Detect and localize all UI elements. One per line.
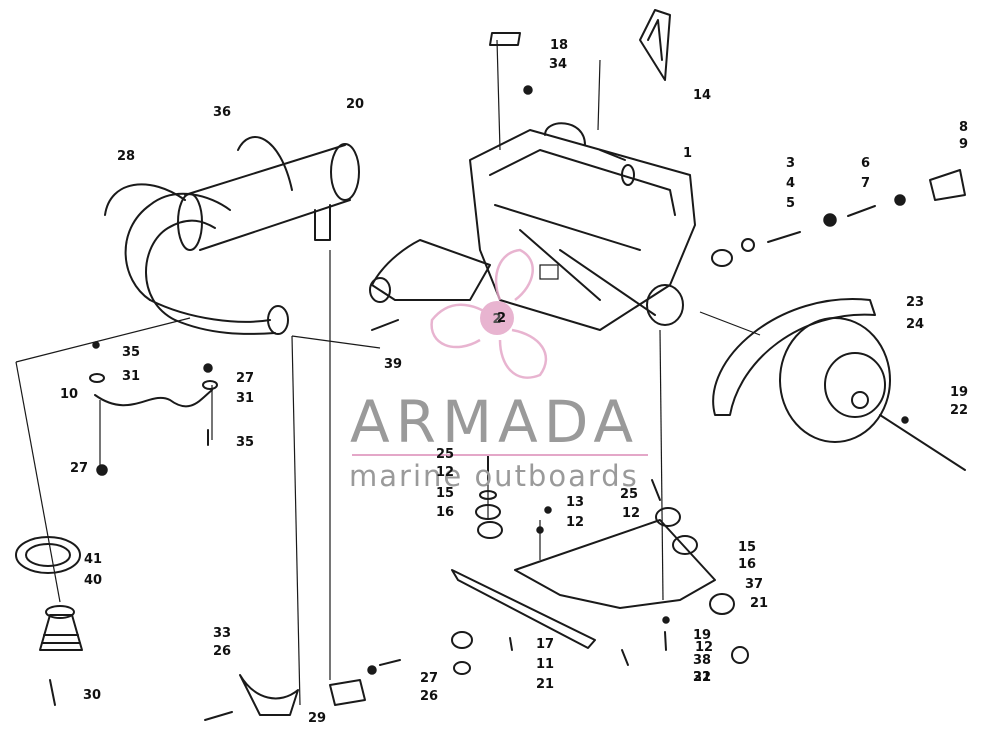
callout-26: 26 [420,689,438,704]
exhaust-pipe [124,192,289,335]
callout-23: 23 [906,295,924,310]
callout-34: 34 [549,57,567,72]
callout-25: 25 [620,487,638,502]
callout-12: 12 [566,515,584,530]
callout-12: 12 [436,465,454,480]
callout-8: 8 [959,120,968,135]
callout-3: 3 [786,156,795,171]
callout-19: 19 [950,385,968,400]
callout-27: 27 [236,371,254,386]
callout-16: 16 [436,505,454,520]
callout-30: 30 [83,688,101,703]
callout-18: 18 [550,38,568,53]
callout-1: 1 [683,146,692,161]
callout-27: 27 [420,671,438,686]
callout-26: 26 [213,644,231,659]
callout-10: 10 [60,387,78,402]
callout-36: 36 [213,105,231,120]
callout-21: 21 [750,596,768,611]
starter-bolt-parts [711,169,966,267]
callout-17: 17 [536,637,554,652]
callout-40: 40 [84,573,102,588]
callout-39: 39 [384,357,402,372]
callout-4: 4 [786,176,795,191]
watermark-title: ARMADA [350,388,639,456]
watermark-badge-number: 2 [492,312,501,327]
engine-block [469,122,696,331]
callout-15: 15 [436,486,454,501]
lifting-eye [639,9,671,81]
callout-21: 21 [536,677,554,692]
watermark-subtitle: marine outboards [349,459,639,493]
callout-12: 12 [695,640,713,655]
callout-2: 2 [497,311,506,326]
muffler [177,143,360,251]
engine-plate [514,519,716,609]
callout-22: 22 [950,403,968,418]
callout-6: 6 [861,156,870,171]
gasket [15,536,81,574]
callout-19: 19 [693,628,711,643]
callout-21: 21 [693,670,711,685]
callout-27: 27 [70,461,88,476]
callout-28: 28 [117,149,135,164]
callout-37: 37 [745,577,763,592]
propeller-logo-icon: 2 [430,248,547,379]
callout-33: 33 [213,626,231,641]
tag-plate [489,32,533,95]
callout-13: 13 [566,495,584,510]
callout-31: 31 [122,369,140,384]
callout-41: 41 [84,552,102,567]
watermark: 2 ARMADA marine outboards [349,248,648,493]
callout-35: 35 [236,435,254,450]
callout-15: 15 [738,540,756,555]
callout-16: 16 [738,557,756,572]
exhaust-clamp [204,659,401,721]
callout-20: 20 [346,97,364,112]
callout-31: 31 [236,391,254,406]
rubber-boot [39,605,83,706]
callout-25: 25 [436,447,454,462]
callout-24: 24 [906,317,924,332]
callout-11: 11 [536,657,554,672]
callout-38: 38 [693,653,711,668]
starter-assembly [712,298,966,471]
callout-32: 32 [693,670,711,685]
callout-9: 9 [959,137,968,152]
callout-29: 29 [308,711,326,726]
callout-7: 7 [861,176,870,191]
callout-12: 12 [622,506,640,521]
engine-mounts [451,454,749,675]
callout-5: 5 [786,196,795,211]
mounting-rail [451,569,596,649]
callout-14: 14 [693,88,711,103]
callout-35: 35 [122,345,140,360]
callout-labels: 1234567891011121212121314151516161718191… [60,38,968,726]
strap [89,341,218,476]
exhaust-manifold [369,239,491,331]
wires [104,136,293,216]
